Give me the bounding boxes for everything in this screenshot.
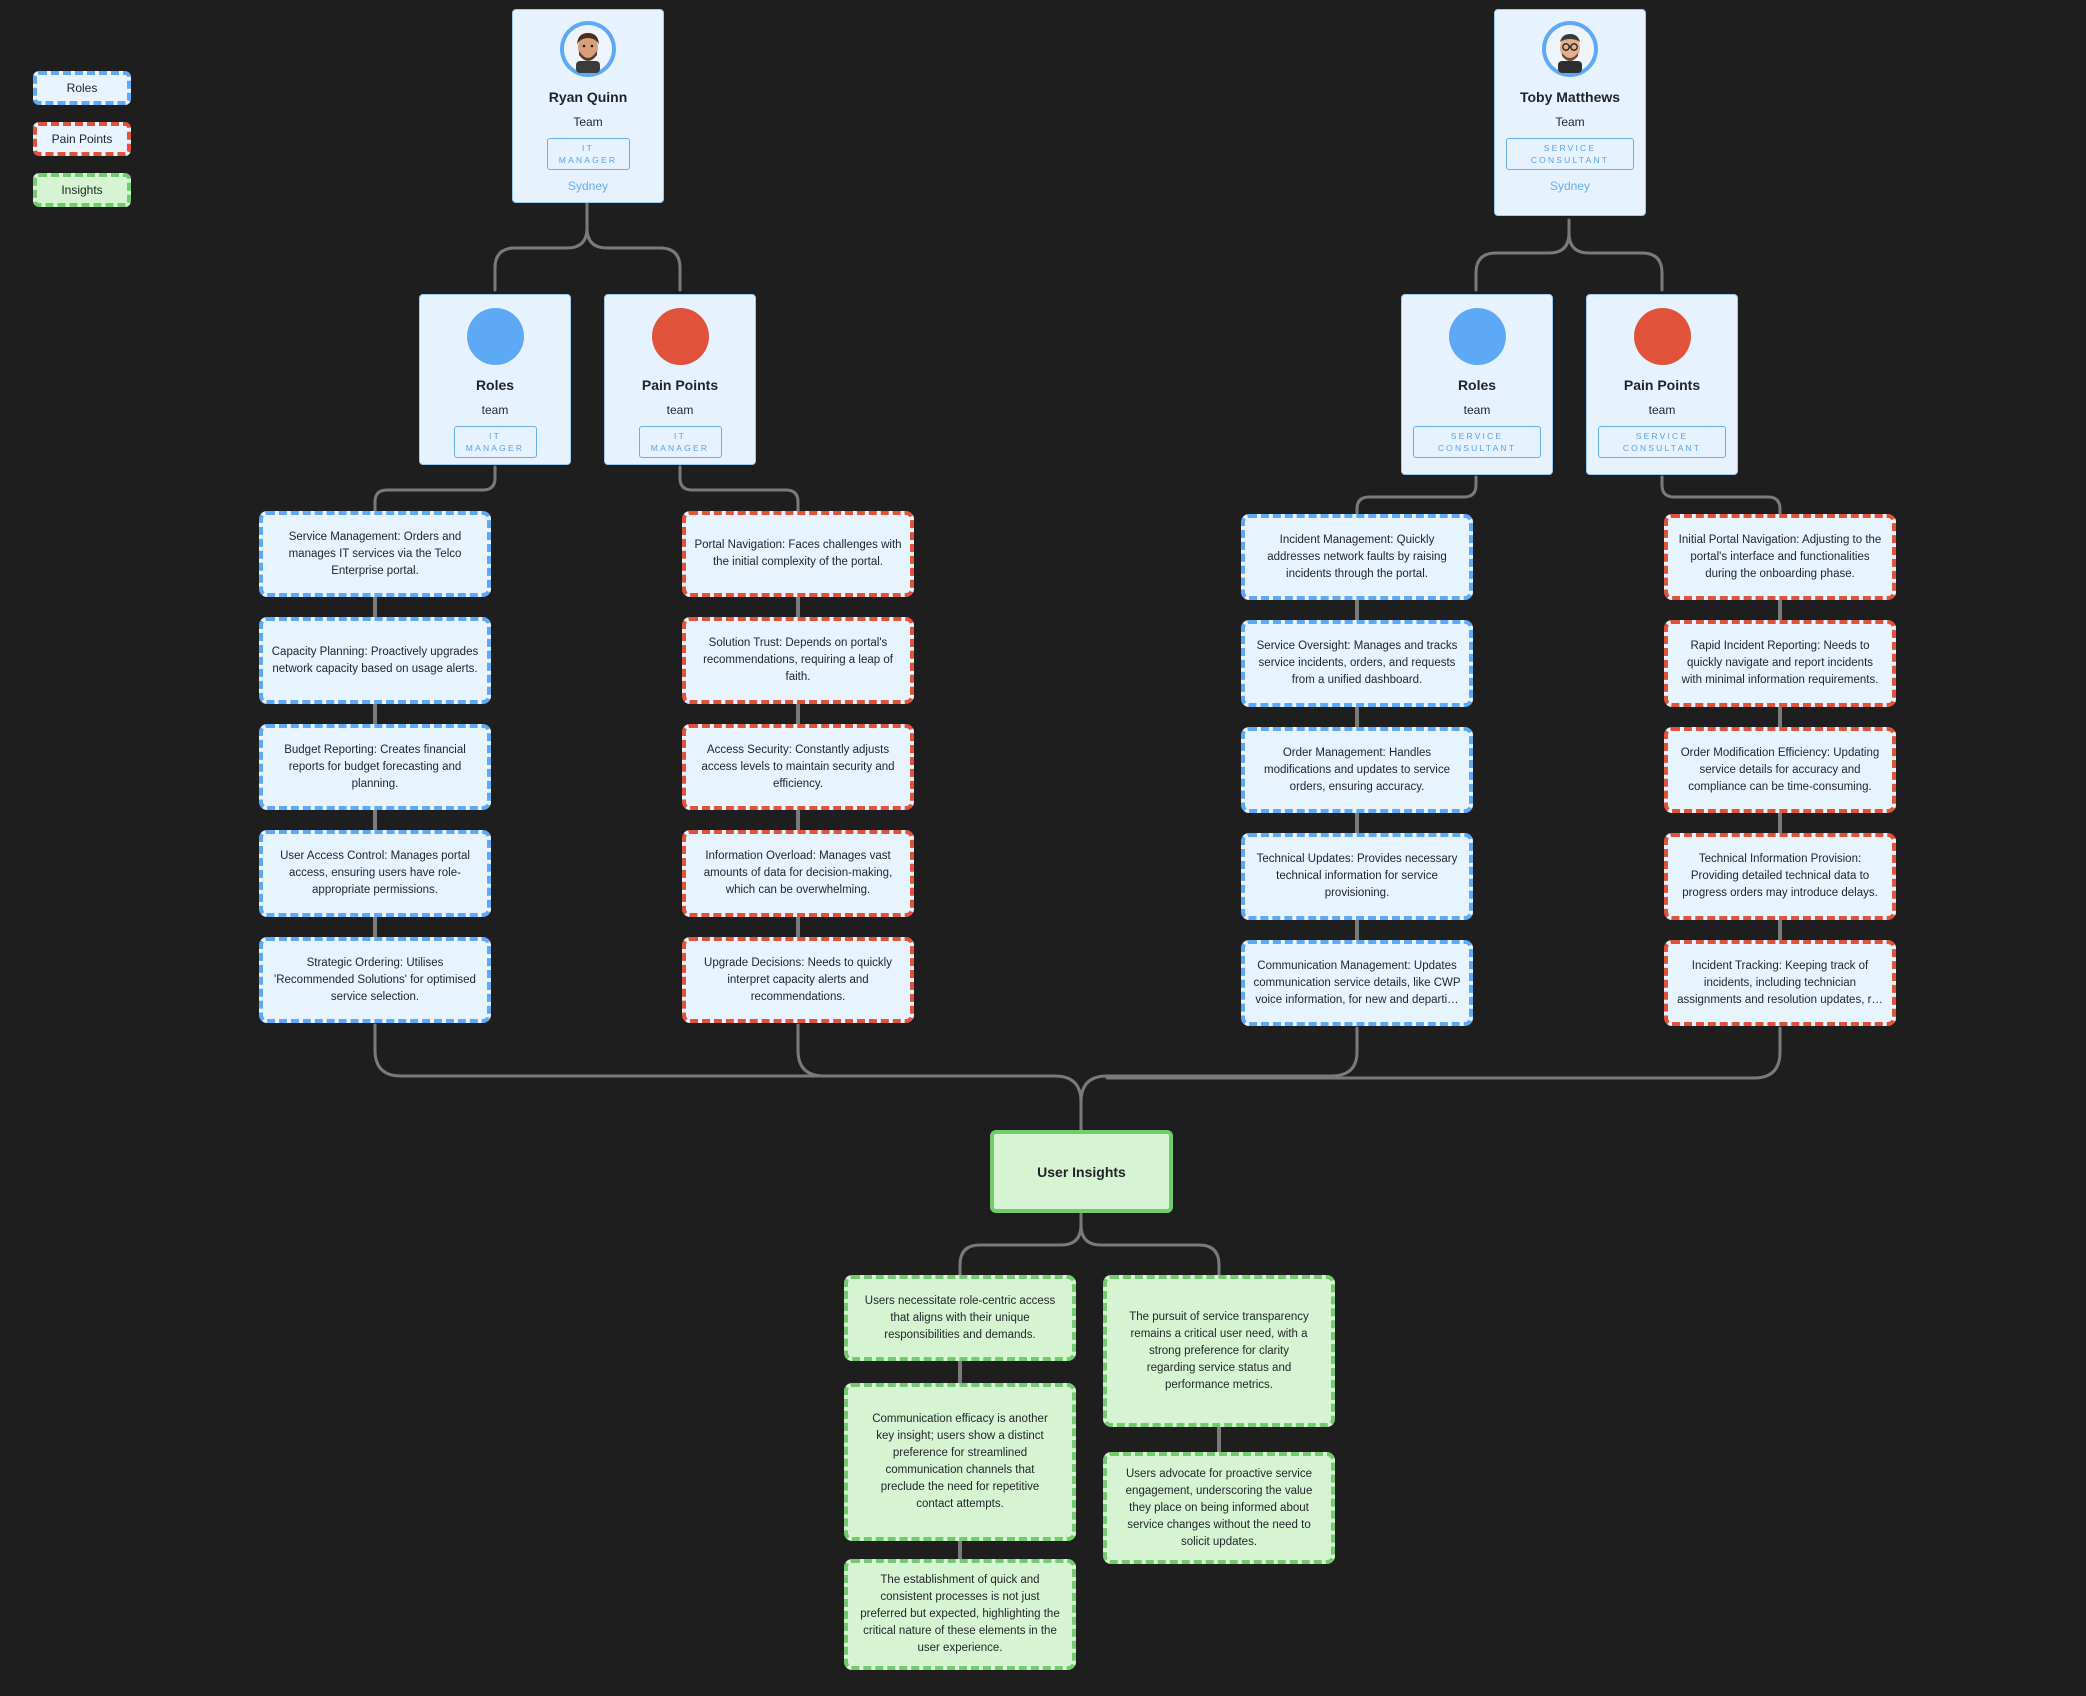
legend-roles: Roles: [33, 71, 131, 105]
role-note[interactable]: User Access Control: Manages portal acce…: [259, 830, 491, 917]
group-team: team: [666, 403, 694, 417]
group-card-pain-points-it-manager[interactable]: Pain Points team IT MANAGER: [604, 294, 756, 465]
role-badge: SERVICE CONSULTANT: [1506, 138, 1634, 170]
insight-note[interactable]: The pursuit of service transparency rema…: [1103, 1275, 1335, 1427]
role-note[interactable]: Technical Updates: Provides necessary te…: [1241, 833, 1473, 920]
group-card-pain-points-service-consultant[interactable]: Pain Points team SERVICE CONSULTANT: [1586, 294, 1738, 475]
role-note[interactable]: Strategic Ordering: Utilises 'Recommende…: [259, 937, 491, 1023]
insight-note[interactable]: Communication efficacy is another key in…: [844, 1383, 1076, 1541]
group-name: Roles: [475, 377, 515, 393]
group-team: team: [1463, 403, 1491, 417]
pain-point-note[interactable]: Incident Tracking: Keeping track of inci…: [1664, 940, 1896, 1026]
pain-point-note[interactable]: Information Overload: Manages vast amoun…: [682, 830, 914, 917]
legend-insights: Insights: [33, 173, 131, 207]
insight-note[interactable]: Users necessitate role-centric access th…: [844, 1275, 1076, 1361]
pain-point-note[interactable]: Rapid Incident Reporting: Needs to quick…: [1664, 620, 1896, 707]
user-insights-hub[interactable]: User Insights: [990, 1130, 1173, 1213]
role-badge: IT MANAGER: [453, 426, 537, 458]
person-name: Ryan Quinn: [548, 89, 628, 105]
role-note[interactable]: Service Management: Orders and manages I…: [259, 511, 491, 597]
group-name: Roles: [1457, 377, 1497, 393]
group-name: Pain Points: [1623, 377, 1701, 393]
insight-note[interactable]: Users advocate for proactive service eng…: [1103, 1452, 1335, 1564]
person-card-toby-matthews[interactable]: Toby Matthews Team SERVICE CONSULTANT Sy…: [1494, 9, 1646, 216]
person-location: Sydney: [1549, 179, 1591, 193]
person-team: Team: [1555, 115, 1585, 129]
group-name: Pain Points: [641, 377, 719, 393]
pain-point-note[interactable]: Access Security: Constantly adjusts acce…: [682, 724, 914, 810]
roles-circle-icon: [1448, 308, 1506, 365]
group-team: team: [481, 403, 509, 417]
person-avatar-icon: [560, 21, 616, 77]
group-card-roles-service-consultant[interactable]: Roles team SERVICE CONSULTANT: [1401, 294, 1553, 475]
role-note[interactable]: Capacity Planning: Proactively upgrades …: [259, 617, 491, 704]
person-card-ryan-quinn[interactable]: Ryan Quinn Team IT MANAGER Sydney: [512, 9, 664, 203]
role-note[interactable]: Service Oversight: Manages and tracks se…: [1241, 620, 1473, 707]
role-badge: SERVICE CONSULTANT: [1413, 426, 1541, 458]
role-badge: IT MANAGER: [638, 426, 722, 458]
pain-point-note[interactable]: Order Modification Efficiency: Updating …: [1664, 727, 1896, 813]
pain-point-note[interactable]: Initial Portal Navigation: Adjusting to …: [1664, 514, 1896, 600]
group-team: team: [1648, 403, 1676, 417]
role-note[interactable]: Budget Reporting: Creates financial repo…: [259, 724, 491, 810]
person-glasses-avatar-icon: [1542, 21, 1598, 77]
group-card-roles-it-manager[interactable]: Roles team IT MANAGER: [419, 294, 571, 465]
role-note[interactable]: Order Management: Handles modifications …: [1241, 727, 1473, 813]
legend-pain-points: Pain Points: [33, 122, 131, 156]
pain-point-note[interactable]: Upgrade Decisions: Needs to quickly inte…: [682, 937, 914, 1023]
person-location: Sydney: [567, 179, 609, 193]
role-note[interactable]: Communication Management: Updates commun…: [1241, 940, 1473, 1026]
person-name: Toby Matthews: [1519, 89, 1621, 105]
pain-points-circle-icon: [1633, 308, 1691, 365]
roles-circle-icon: [466, 308, 524, 365]
pain-point-note[interactable]: Technical Information Provision: Providi…: [1664, 833, 1896, 920]
role-note[interactable]: Incident Management: Quickly addresses n…: [1241, 514, 1473, 600]
pain-point-note[interactable]: Solution Trust: Depends on portal's reco…: [682, 617, 914, 704]
role-badge: SERVICE CONSULTANT: [1598, 426, 1726, 458]
role-badge: IT MANAGER: [546, 138, 630, 170]
insight-note[interactable]: The establishment of quick and consisten…: [844, 1559, 1076, 1670]
pain-points-circle-icon: [651, 308, 709, 365]
person-team: Team: [573, 115, 603, 129]
pain-point-note[interactable]: Portal Navigation: Faces challenges with…: [682, 511, 914, 597]
